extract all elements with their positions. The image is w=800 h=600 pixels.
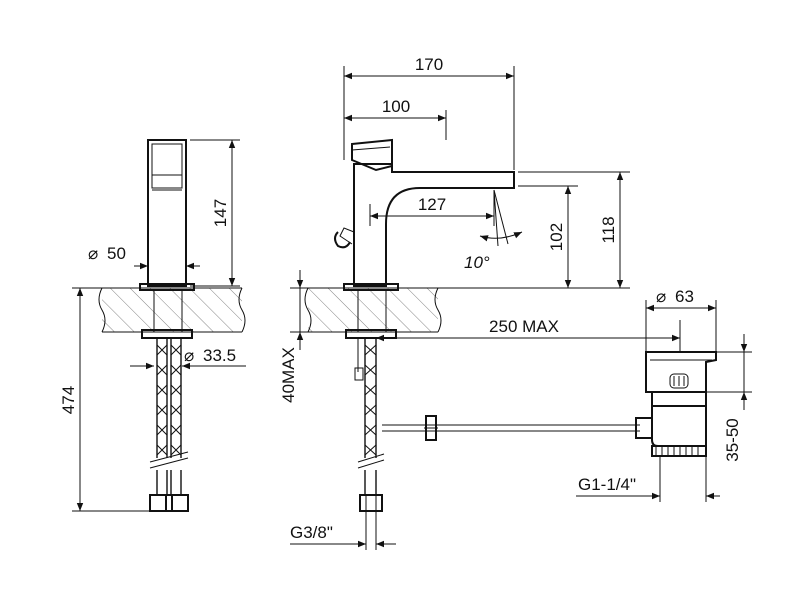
shank-front [345,289,397,512]
dimension-474: 474 [59,287,150,512]
label-127: 127 [418,195,446,214]
diameter-symbol-63: ⌀ [656,287,666,306]
label-147: 147 [211,199,230,227]
front-view: 170 100 127 10° 102 [279,55,752,550]
dimension-250-max: 250 MAX [376,317,681,352]
label-474: 474 [59,386,78,414]
dimension-147: 147 [190,139,240,287]
dimension-10-degrees: 10° [464,189,523,272]
dimension-diameter-33-5: ⌀ 33.5 [130,346,246,370]
label-118: 118 [599,216,618,243]
dimension-102: 102 [518,185,578,288]
diameter-symbol-33-5: ⌀ [184,346,194,365]
dimension-diameter-63: ⌀ 63 [645,287,717,352]
label-102: 102 [547,223,566,251]
label-100: 100 [382,97,410,116]
label-35-50: 35-50 [723,418,742,461]
shank-side [141,289,193,512]
faucet-body-front [334,138,515,291]
dimension-127: 127 [369,190,495,226]
drain-assembly [635,351,717,457]
dimension-40-max: 40MAX [279,270,308,403]
countertop-front [304,287,442,333]
diameter-symbol-50: ⌀ [88,244,98,263]
side-view: 147 ⌀ 50 ⌀ 33.5 474 [59,139,246,512]
dimension-diameter-50: ⌀ 50 [88,244,200,278]
label-170: 170 [415,55,443,74]
label-50: 50 [107,244,126,263]
dimension-g1-1-4: G1-1/4" [576,456,720,502]
label-10-degrees: 10° [464,253,490,272]
pop-up-rod [382,415,640,441]
dimension-35-50: 35-50 [706,334,752,462]
label-250-max: 250 MAX [489,317,559,336]
label-40-max: 40MAX [279,347,298,403]
dimension-g3-8: G3/8" [290,511,396,550]
dimension-118: 118 [438,171,630,289]
dimension-170: 170 [343,55,515,170]
label-g1-1-4: G1-1/4" [578,475,636,494]
countertop-left [98,287,246,333]
label-63: 63 [675,287,694,306]
label-g3-8: G3/8" [290,523,333,542]
dimension-100: 100 [344,97,447,140]
label-33-5: 33.5 [203,346,236,365]
